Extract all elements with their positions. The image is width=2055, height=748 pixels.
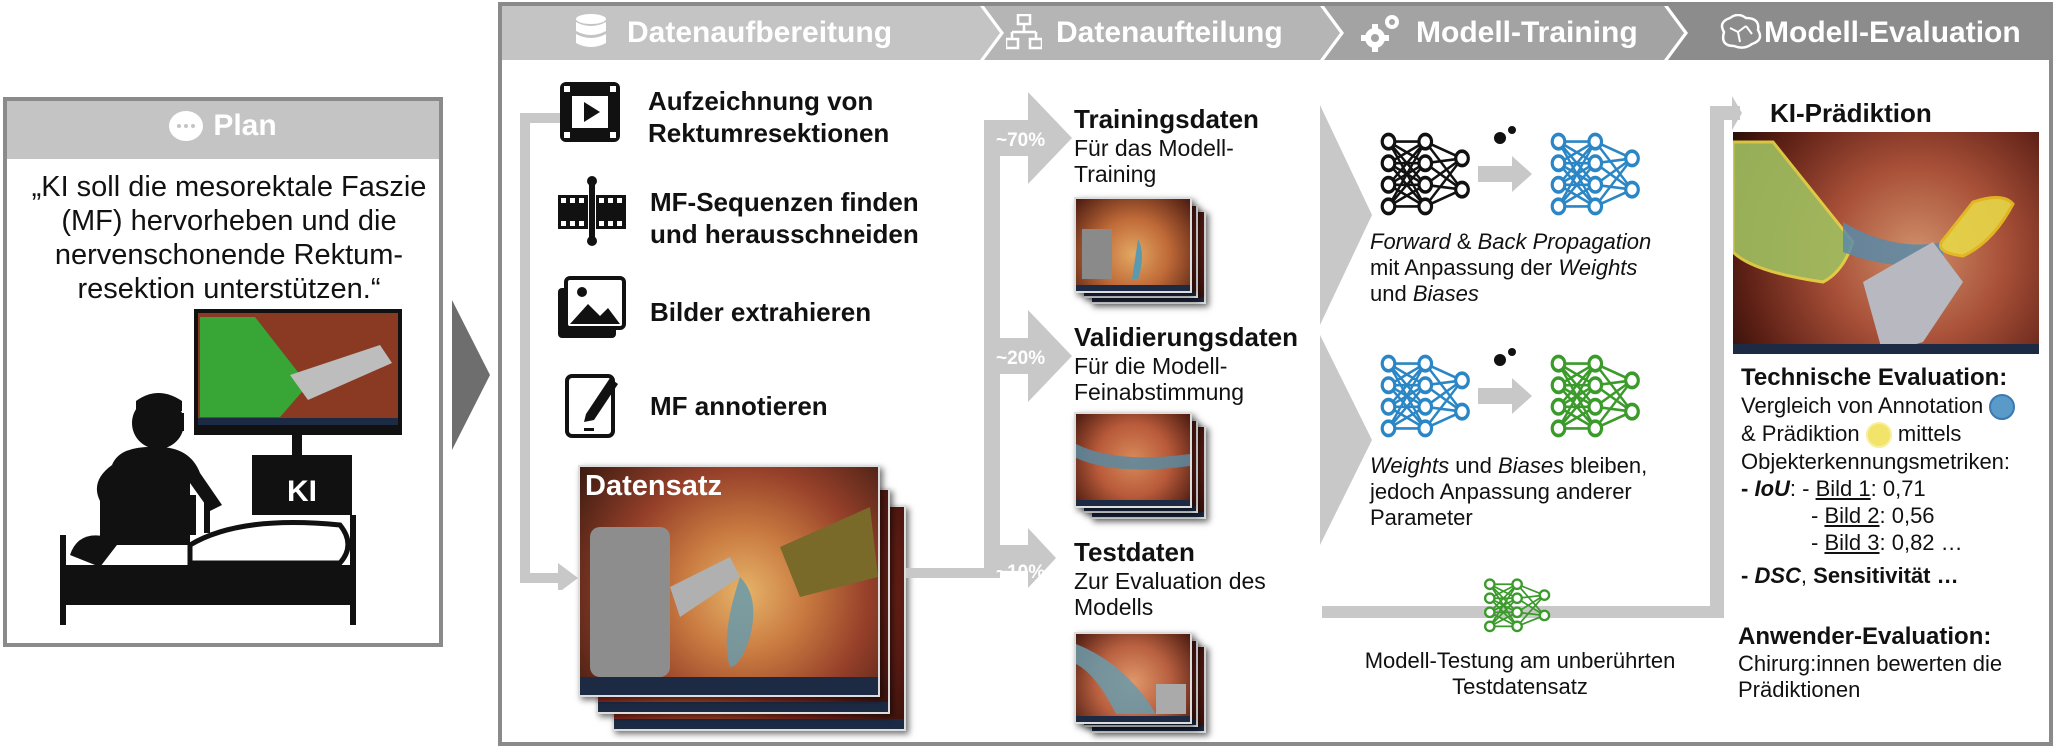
split-validation-title: Validierungsdaten: [1074, 322, 1298, 353]
tech-eval-line3: Objekterkennungsmetriken:: [1741, 448, 2015, 475]
test-thumb: [1074, 632, 1192, 724]
iou-row-2-image: Bild 2: [1824, 503, 1879, 528]
split-training: Trainingsdaten Für das Modell- Training: [1074, 104, 1259, 187]
split-training-desc1: Für das Modell-: [1074, 135, 1259, 161]
surgeon-with-monitor-illustration: KI: [40, 305, 410, 645]
sensitivity-label: Sensitivität …: [1813, 563, 1958, 588]
test-text: Modell-Testung am unberührten Testdatens…: [1320, 648, 1720, 700]
split-training-title: Trainingsdaten: [1074, 104, 1259, 135]
plan-title: Plan: [7, 108, 439, 143]
tech-eval-line1: Vergleich von Annotation: [1741, 393, 1983, 418]
split-test: Testdaten Zur Evaluation des Modells: [1074, 537, 1266, 620]
iou-row-1-value: : 0,71: [1871, 476, 1926, 501]
quote-line: nervenschonende Rektum-: [14, 238, 444, 272]
split-validation-desc2: Feinabstimmung: [1074, 379, 1298, 405]
plan-to-pipeline-arrow: [452, 300, 490, 450]
quote-line: resektion unterstützen.“: [14, 272, 444, 306]
image-icon: [556, 276, 628, 342]
video-icon: [558, 80, 622, 144]
quote-line: (MF) hervorheben und die: [14, 204, 444, 238]
quote-line: „KI soll die mesorektale Faszie: [14, 170, 444, 204]
phase-label-1: Datenaufbereitung: [627, 16, 892, 50]
phase-label-3: Modell-Training: [1416, 16, 1638, 50]
tech-eval-line2b: mittels: [1898, 421, 1962, 446]
plan-quote: „KI soll die mesorektale Faszie (MF) her…: [14, 170, 444, 306]
tech-eval: Technische Evaluation: Vergleich von Ann…: [1741, 364, 2015, 589]
training-thumb: [1074, 197, 1192, 293]
prep-step-3: Bilder extrahieren: [650, 296, 871, 328]
dataset-label: Datensatz: [585, 470, 722, 503]
ki-box-label: KI: [287, 475, 317, 508]
prep-step-2-line1: MF-Sequenzen finden: [650, 186, 919, 218]
film-cut-icon: [556, 175, 628, 247]
prep-step-1-line1: Aufzeichnung von: [648, 85, 889, 117]
ki-prediction-title: KI-Prädiktion: [1770, 98, 1932, 129]
user-eval-line2: Prädiktionen: [1738, 677, 2002, 703]
plan-title-text: Plan: [213, 109, 276, 142]
split-pct-70: ~70%: [996, 130, 1045, 152]
iou-label: IoU: [1754, 476, 1789, 501]
user-eval-line1: Chirurg:innen bewerten die: [1738, 651, 2002, 677]
split-validation: Validierungsdaten Für die Modell- Feinab…: [1074, 322, 1298, 405]
tablet-pen-icon: [564, 370, 624, 440]
test-line2: Testdatensatz: [1320, 674, 1720, 700]
iou-row-1-image: Bild 1: [1816, 476, 1871, 501]
phase-label-4: Modell-Evaluation: [1764, 16, 2021, 50]
test-flow-arrow: [1322, 96, 1742, 626]
iou-row-3-value: : 0,82 …: [1880, 530, 1963, 555]
prep-step-1-line2: Rektumresektionen: [648, 117, 889, 149]
hierarchy-icon: [1006, 14, 1042, 52]
iou-dash: -: [1741, 476, 1754, 501]
split-test-desc2: Modells: [1074, 594, 1266, 620]
iou-row-2-value: : 0,56: [1880, 503, 1935, 528]
user-eval: Anwender-Evaluation: Chirurg:innen bewer…: [1738, 623, 2002, 703]
split-arrows: [906, 90, 1076, 590]
split-test-title: Testdaten: [1074, 537, 1266, 568]
database-icon: [574, 13, 608, 53]
prep-step-1: Aufzeichnung von Rektumresektionen: [648, 85, 889, 149]
split-pct-20: ~20%: [996, 348, 1045, 370]
iou-colon: : -: [1790, 476, 1816, 501]
annotation-dot: [1989, 394, 2015, 420]
validation-thumb: [1074, 412, 1192, 508]
iou-row-3-image: Bild 3: [1824, 530, 1879, 555]
split-pct-10: ~10%: [996, 562, 1045, 584]
ki-prediction-image: [1733, 132, 2039, 354]
dsc-comma: ,: [1801, 563, 1813, 588]
test-line1: Modell-Testung am unberührten: [1320, 648, 1720, 674]
speech-bubble-icon: [169, 111, 203, 141]
prep-step-4: MF annotieren: [650, 390, 828, 422]
prep-step-2-line2: und herausschneiden: [650, 218, 919, 250]
dsc-dash: -: [1741, 563, 1754, 588]
split-training-desc2: Training: [1074, 161, 1259, 187]
brain-icon: [1716, 14, 1764, 50]
split-validation-desc1: Für die Modell-: [1074, 353, 1298, 379]
phase-label-2: Datenaufteilung: [1056, 16, 1283, 50]
gears-icon: [1361, 11, 1403, 53]
prep-step-2: MF-Sequenzen finden und herausschneiden: [650, 186, 919, 250]
split-test-desc1: Zur Evaluation des: [1074, 568, 1266, 594]
tech-eval-line2: & Prädiktion: [1741, 421, 1860, 446]
tech-eval-title: Technische Evaluation:: [1741, 364, 2015, 392]
dsc-label: DSC: [1754, 563, 1800, 588]
nn-test-icon: [1480, 576, 1556, 636]
user-eval-title: Anwender-Evaluation:: [1738, 623, 2002, 651]
prediction-dot: [1866, 422, 1892, 448]
